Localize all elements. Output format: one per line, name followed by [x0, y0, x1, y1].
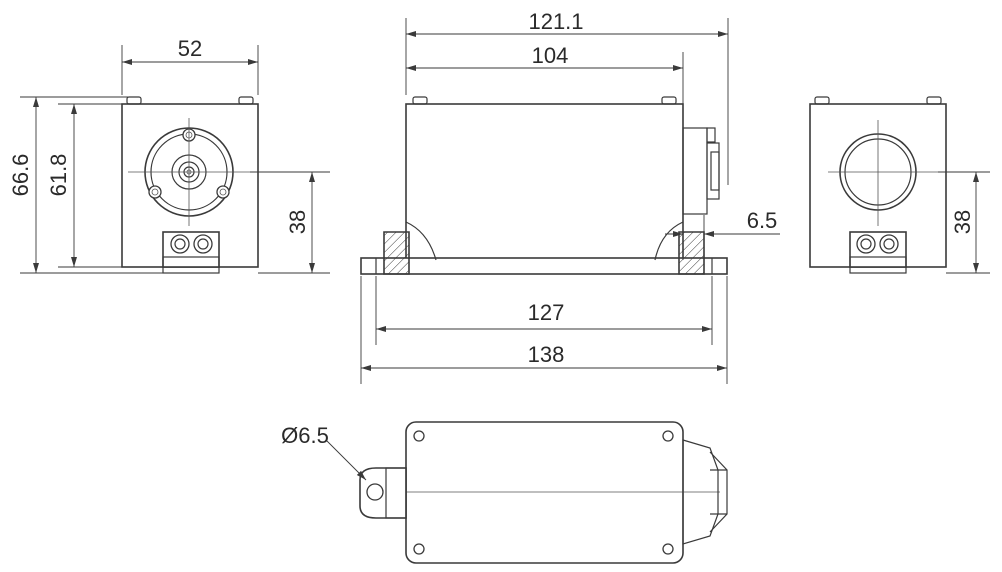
rear-mount-hole-left-inner [860, 238, 872, 250]
front-top-nub-left [126, 96, 142, 105]
top-mount-tab-step [385, 467, 407, 519]
dim-front-axis-height: 38 [285, 210, 310, 234]
side-top-nub-left [412, 96, 428, 105]
dim-rear-axis-height: 38 [950, 210, 975, 234]
top-screw-tr [662, 430, 674, 442]
side-connector-flange [682, 127, 708, 215]
front-flange-screw-left [148, 185, 162, 199]
side-connector-body [706, 142, 720, 200]
front-flange-screw-right-inner [219, 188, 227, 196]
top-view-body [405, 421, 684, 564]
rear-mount-foot [849, 256, 907, 274]
dim-top-hole-diameter: Ø6.5 [281, 423, 329, 448]
top-screw-bl [413, 543, 425, 555]
side-connector-pin [710, 151, 720, 191]
front-flange-screw-left-inner [151, 188, 159, 196]
side-connector-cap [706, 127, 716, 143]
top-hole-leader [325, 439, 367, 481]
front-mount-foot [162, 256, 220, 274]
dim-side-mount-pitch: 127 [528, 300, 565, 325]
dim-front-width: 52 [178, 36, 202, 61]
rear-mount-hole-right [879, 234, 899, 254]
front-mount-hole-left-inner [174, 238, 186, 250]
front-view: 52 66.6 61.8 38 [8, 36, 330, 274]
top-connector-nut [709, 451, 728, 533]
top-screw-br [662, 543, 674, 555]
top-view: Ø6.5 [281, 421, 728, 564]
side-base-plate [360, 257, 728, 275]
front-flange-screw-right [216, 185, 230, 199]
side-left-fillet [405, 221, 437, 261]
top-mount-hole [366, 483, 384, 501]
front-mount-hole-left [170, 234, 190, 254]
dim-front-height-total: 66.6 [8, 154, 33, 197]
dim-side-offset: 6.5 [747, 208, 778, 233]
rear-view: 38 [809, 96, 990, 274]
rear-mount-hole-right-inner [883, 238, 895, 250]
side-view: 121.1 104 6.5 127 138 [360, 9, 780, 384]
front-mount-hole-right [193, 234, 213, 254]
front-top-nub-right [238, 96, 254, 105]
front-mount-hole-right-inner [197, 238, 209, 250]
top-screw-tl [413, 430, 425, 442]
side-top-nub-right [661, 96, 677, 105]
side-right-fillet [654, 221, 684, 261]
side-left-boss [383, 231, 410, 275]
rear-mount-hole-left [856, 234, 876, 254]
dim-side-base-length: 138 [528, 342, 565, 367]
side-view-body [405, 103, 684, 268]
rear-top-nub-right [926, 96, 942, 105]
dim-side-length-body: 104 [532, 43, 569, 68]
rear-top-nub-left [814, 96, 830, 105]
dim-front-height-body: 61.8 [46, 154, 71, 197]
dim-side-length-total: 121.1 [528, 9, 583, 34]
